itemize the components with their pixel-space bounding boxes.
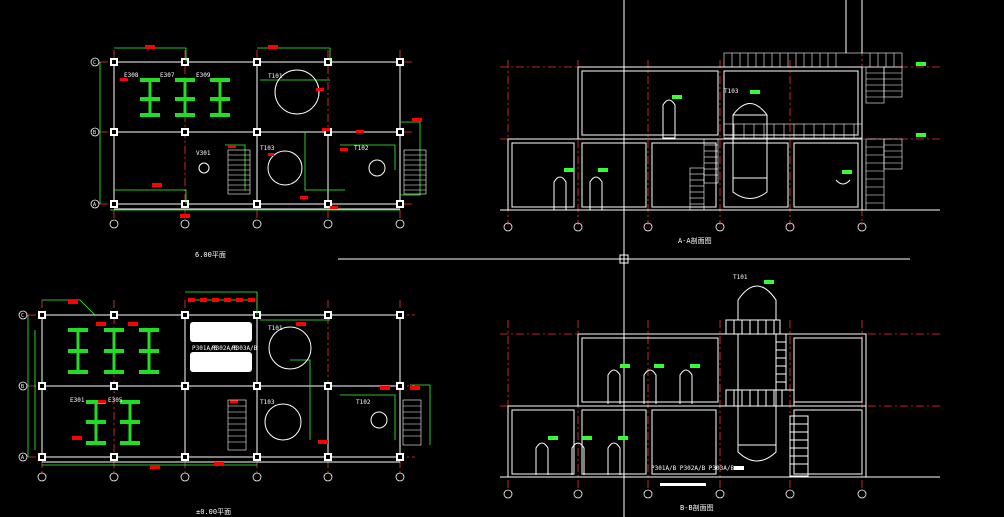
- stairs-aa: [689, 66, 903, 211]
- tank-t103-lower: [264, 403, 302, 441]
- pumps-block: [190, 322, 252, 372]
- section-aa: T103 A-A剖面图: [500, 0, 940, 245]
- axis-row-c-lower: C: [21, 313, 24, 319]
- axis-bubbles-upper: [90, 57, 405, 229]
- column-t101-bb: [725, 285, 795, 462]
- caption-section-bb: B-B剖面图: [680, 503, 714, 512]
- red-tags-upper: [120, 45, 422, 218]
- scale-bar-bb: [660, 466, 744, 486]
- caption-section-aa: A-A剖面图: [678, 236, 712, 245]
- tank-t102-plan: [368, 159, 386, 177]
- label-pump-row-bb: P301A/B P302A/B P303A/B: [651, 465, 734, 472]
- tank-t103-plan: [267, 150, 303, 186]
- nozzle-flags-aa: [564, 62, 926, 174]
- tank-t101-plan: [274, 69, 320, 115]
- crosshair-cursor[interactable]: [619, 254, 629, 264]
- label-t101-plan: T101: [268, 73, 283, 80]
- caption-plan-lower: ±0.00平面: [196, 508, 231, 516]
- axis-row-a-lower: A: [21, 455, 24, 461]
- stairs-lower: [227, 399, 422, 451]
- tank-t102-lower: [370, 411, 388, 429]
- axis-bubbles-lower: [18, 310, 405, 482]
- label-t102-lower: T102: [356, 399, 371, 406]
- axis-row-c-upper: C: [93, 60, 96, 66]
- label-t102-plan: T102: [354, 145, 369, 152]
- axis-bubbles-aa: [503, 222, 867, 232]
- railing-aa: [723, 52, 903, 139]
- pump-tags: [68, 298, 420, 469]
- stairs-upper: [227, 149, 427, 195]
- label-pumps-b: P302A/B: [212, 345, 238, 352]
- caption-plan-upper: 6.00平面: [195, 251, 226, 259]
- label-t101-lower: T101: [268, 325, 283, 332]
- vessel-v301-plan: [198, 162, 210, 174]
- nozzle-flags-bb: [548, 280, 774, 440]
- axis-row-b-lower: B: [21, 384, 24, 390]
- axis-row-a-upper: A: [93, 202, 96, 208]
- section-bb: T101 P301A/B P302A/B P303A/B B-B剖面图: [500, 274, 940, 512]
- axis-row-b-upper: B: [93, 130, 96, 136]
- label-e309: E309: [196, 72, 211, 79]
- label-e301: E301: [70, 397, 85, 404]
- label-v301: V301: [196, 150, 211, 157]
- label-e307: E307: [160, 72, 175, 79]
- label-pumps-c: P303A/B: [232, 345, 258, 352]
- label-t103-plan: T103: [260, 145, 275, 152]
- label-t101-bb: T101: [733, 274, 748, 281]
- vessels-bb: [535, 369, 809, 477]
- label-e305: E305: [108, 397, 123, 404]
- label-e308: E308: [124, 72, 139, 79]
- label-pumps-a: P301A/B: [192, 345, 218, 352]
- label-t103-lower: T103: [260, 399, 275, 406]
- vessels-aa: [553, 99, 851, 210]
- label-t103-aa: T103: [724, 88, 739, 95]
- plan-lower: P301A/B P302A/B P303A/B E301 E305 T101 T…: [18, 291, 431, 516]
- tank-t101-lower: [268, 326, 312, 370]
- exchangers-upper: [140, 78, 230, 117]
- axis-bubbles-bb: [503, 489, 867, 499]
- plan-upper: E308 E307 E309 T101 T103 T102 V301 C B A…: [90, 45, 427, 259]
